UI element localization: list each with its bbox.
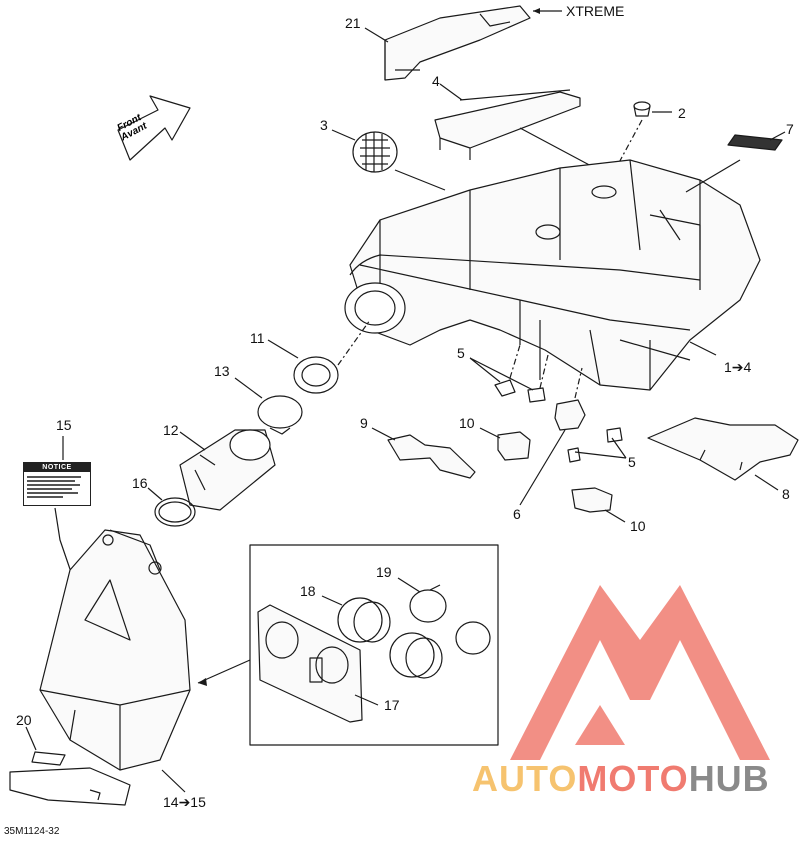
callout-6: 6 — [513, 506, 521, 522]
callout-7: 7 — [786, 121, 794, 137]
part-16-ring — [154, 497, 196, 527]
part-11-seal — [293, 356, 339, 394]
leader-5b — [574, 437, 627, 459]
leader-4b — [519, 127, 596, 169]
leader-8 — [754, 474, 779, 491]
callout-5b: 5 — [628, 454, 636, 470]
part-19-collar — [337, 597, 391, 643]
part-18-clamp — [409, 584, 447, 623]
callout-2: 2 — [678, 105, 686, 121]
leader-3b — [394, 169, 446, 191]
watermark-part-1: AUTO — [472, 758, 578, 799]
watermark-text: AUTOMOTOHUB — [472, 758, 770, 800]
leader-11 — [267, 339, 299, 359]
callout-20: 20 — [16, 712, 32, 728]
callout-12: 12 — [163, 422, 179, 438]
part-5-clip-d — [606, 427, 623, 443]
leader-11b — [337, 319, 371, 366]
part-10-bracket-b — [571, 487, 613, 513]
leader-4 — [439, 83, 463, 101]
leader-19 — [321, 595, 343, 606]
part-14-lower-box — [39, 529, 191, 771]
callout-10a: 10 — [459, 415, 475, 431]
callout-10b: 10 — [630, 518, 646, 534]
part-3-grille — [352, 131, 398, 173]
part-6-bracket — [554, 399, 586, 431]
leader-16 — [147, 487, 163, 501]
part-5-clip-a — [494, 379, 516, 397]
callout-3: 3 — [320, 117, 328, 133]
leader-14to15 — [161, 769, 186, 793]
part-10-bracket-a — [497, 431, 531, 461]
callout-11: 11 — [250, 330, 265, 346]
leader-6-dash — [574, 367, 583, 399]
watermark-part-2: MOTO — [577, 758, 689, 799]
airbox-housing — [344, 159, 761, 391]
notice-title: NOTICE — [24, 463, 90, 472]
callout-19: 19 — [376, 564, 392, 580]
notice-label-part-15: NOTICE — [23, 462, 91, 506]
part-2-plug — [633, 101, 651, 117]
leader-5-dash2 — [539, 354, 549, 389]
part-19b-collar — [389, 632, 443, 679]
callout-13: 13 — [214, 363, 230, 379]
callout-8: 8 — [782, 486, 790, 502]
leader-12 — [179, 431, 206, 451]
leader-7 — [769, 131, 786, 141]
watermark-part-3: HUB — [688, 758, 770, 799]
callout-21: 21 — [345, 15, 361, 31]
part-9-deflector — [387, 434, 476, 479]
callout-18: 18 — [300, 583, 316, 599]
part-5-clip-b — [527, 387, 546, 403]
leader-7b — [685, 159, 741, 193]
part-21-duct — [384, 5, 531, 81]
callout-1to4: 1➔4 — [724, 359, 752, 375]
leader-10a — [479, 427, 501, 439]
callout-xtreme: XTREME — [566, 3, 625, 19]
leader-1to4 — [689, 341, 717, 356]
callout-16: 16 — [132, 475, 148, 491]
front-arrow-icon — [117, 95, 191, 161]
part-4-cover — [434, 89, 581, 160]
callout-17: 17 — [384, 697, 400, 713]
leader-6 — [519, 429, 566, 506]
callout-4: 4 — [432, 73, 440, 89]
leader-21 — [364, 27, 389, 43]
part-20-mat — [9, 751, 131, 806]
leader-18 — [397, 577, 421, 593]
leader-10b — [604, 509, 626, 523]
drawing-code: 35M1124-32 — [4, 826, 60, 837]
part-13-clamp — [257, 395, 303, 435]
leader-15b — [54, 507, 73, 576]
leader-20 — [25, 726, 37, 751]
part-12-tube — [179, 429, 276, 511]
leader-9 — [371, 427, 396, 441]
leader-3 — [331, 129, 356, 141]
callout-15: 15 — [56, 417, 72, 433]
part-17-plate — [257, 604, 363, 723]
part-18b-clamp — [455, 621, 491, 655]
leader-inset — [197, 659, 251, 684]
leader-13 — [234, 377, 263, 399]
notice-text-lines — [24, 472, 90, 502]
inset-box — [249, 544, 499, 746]
callout-9: 9 — [360, 415, 368, 431]
leader-5a — [469, 357, 534, 391]
part-5-clip-c — [567, 447, 581, 463]
callout-5a: 5 — [457, 345, 465, 361]
leader-5-dash1 — [509, 344, 521, 379]
part-8-panel — [647, 417, 799, 481]
watermark-logo — [510, 585, 770, 760]
part-7-sticker — [727, 134, 783, 151]
leader-17 — [354, 694, 379, 706]
callout-14to15: 14➔15 — [163, 794, 206, 810]
